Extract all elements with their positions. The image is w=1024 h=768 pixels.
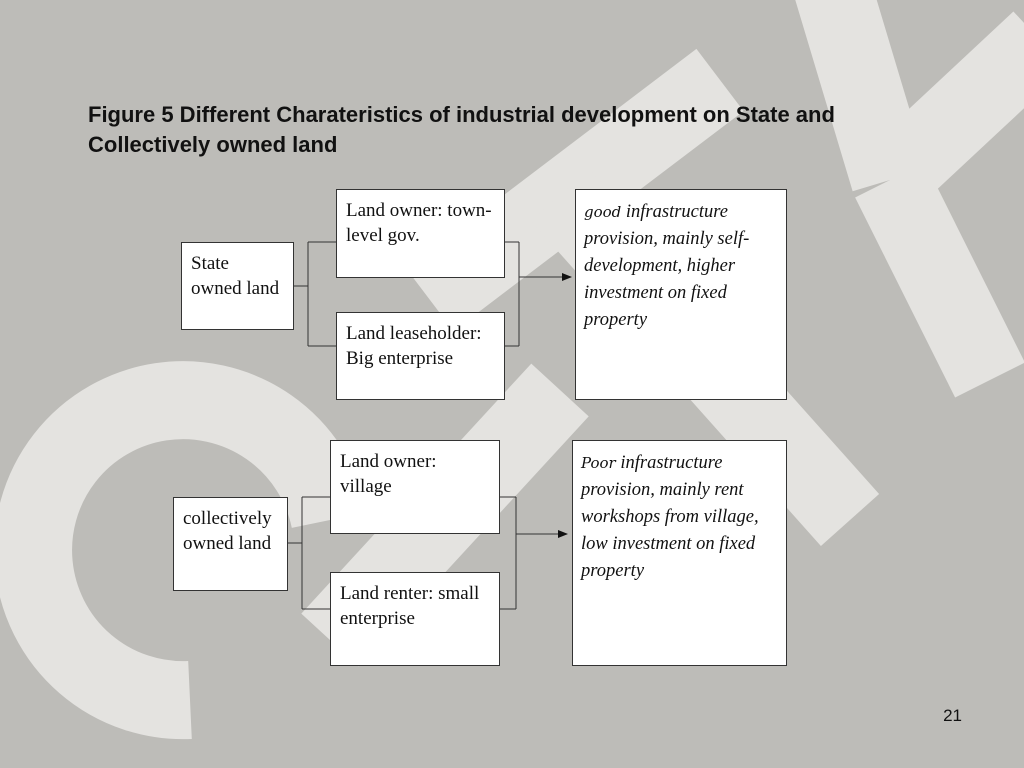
- collective-outcome-box: Poor infrastructure provision, mainly re…: [572, 440, 787, 666]
- collective-left-bracket: [288, 496, 330, 610]
- small-enterprise-label: Land renter: small enterprise: [340, 583, 480, 629]
- big-enterprise-box: Land leaseholder: Big enterprise: [336, 312, 505, 400]
- collective-outcome-lead: Poor: [581, 454, 616, 472]
- state-outcome-text: infrastructure provision, mainly self-de…: [584, 202, 750, 330]
- town-gov-owner-box: Land owner: town-level gov.: [336, 189, 505, 278]
- state-outcome-lead: good: [584, 203, 622, 221]
- page-number: 21: [943, 706, 962, 725]
- collective-right-bracket: [500, 496, 517, 610]
- small-enterprise-box: Land renter: small enterprise: [330, 572, 500, 666]
- collective-outcome-text: infrastructure provision, mainly rent wo…: [581, 453, 759, 581]
- state-outcome-box: good infrastructure provision, mainly se…: [575, 189, 787, 400]
- state-right-bracket: [505, 241, 520, 347]
- collective-land-box: collectively owned land: [173, 497, 288, 591]
- collective-land-label: collectively owned land: [183, 508, 272, 554]
- village-owner-box: Land owner: village: [330, 440, 500, 534]
- figure-title: Figure 5 Different Charateristics of ind…: [88, 102, 835, 157]
- state-left-bracket: [294, 241, 336, 347]
- town-gov-owner-label: Land owner: town-level gov.: [346, 200, 492, 246]
- state-owned-land-box: State owned land: [181, 242, 294, 330]
- big-enterprise-label: Land leaseholder: Big enterprise: [346, 323, 482, 369]
- state-owned-land-label: State owned land: [191, 253, 280, 299]
- village-owner-label: Land owner: village: [340, 451, 437, 497]
